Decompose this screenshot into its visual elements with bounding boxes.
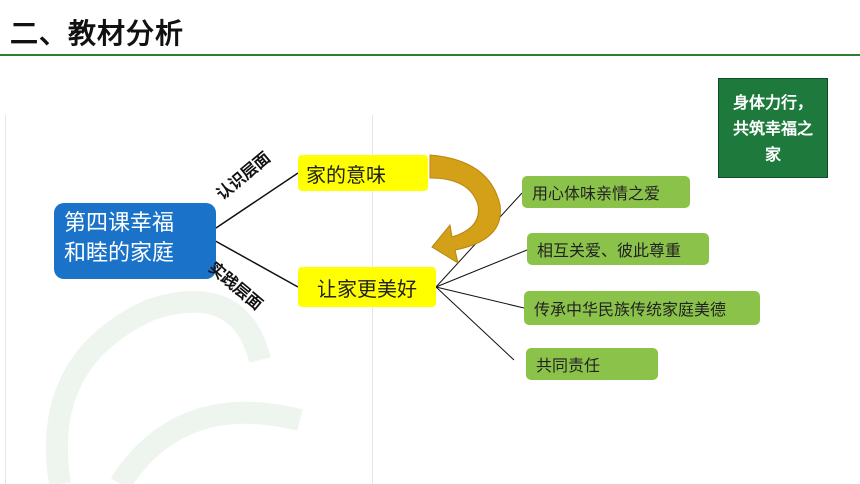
- leaf-node-1: 用心体味亲情之爱: [522, 176, 690, 208]
- guide-line-left: [5, 115, 6, 484]
- leaf-node-3: 传承中华民族传统家庭美德: [524, 291, 760, 325]
- title-underline: [0, 54, 860, 56]
- main-topic-node: 第四课幸福 和睦的家庭: [54, 203, 216, 279]
- theme-line-2: 共筑幸福之: [732, 119, 813, 138]
- main-topic-line-2: 和睦的家庭: [64, 241, 175, 266]
- theme-box: 身体力行， 共筑幸福之 家: [718, 78, 828, 178]
- main-topic-line-1: 第四课幸福: [64, 211, 175, 236]
- upper-node: 家的意味: [298, 155, 428, 191]
- theme-line-3: 家: [764, 145, 781, 164]
- lower-node: 让家更美好: [298, 267, 436, 307]
- leaf-node-2: 相互关爱、彼此尊重: [527, 233, 709, 265]
- leaf-node-4: 共同责任: [526, 348, 658, 380]
- background-watermark: [46, 290, 303, 484]
- theme-line-1: 身体力行，: [732, 93, 813, 112]
- curved-arrow: [429, 154, 501, 265]
- page-title: 二、教材分析: [10, 17, 185, 50]
